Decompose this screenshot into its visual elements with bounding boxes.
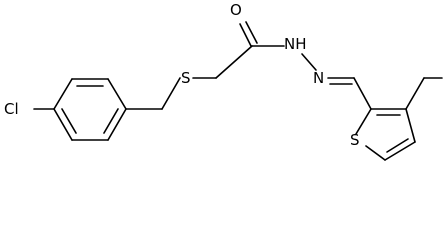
atom-label-sulfur-thioether: S — [181, 69, 191, 87]
atom-label-chlorine: Cl — [4, 100, 19, 118]
atom-label-nh: NH — [284, 35, 307, 53]
thiophene-ring — [355, 77, 443, 161]
benzene-ring — [53, 78, 127, 141]
atom-label-oxygen: O — [230, 1, 242, 19]
side-chain — [125, 21, 372, 110]
atom-label-thiophene-sulfur: S — [350, 131, 360, 149]
atom-label-imine-nitrogen: N — [313, 69, 324, 87]
chemical-structure: Cl S O NH N S — [4, 1, 443, 161]
